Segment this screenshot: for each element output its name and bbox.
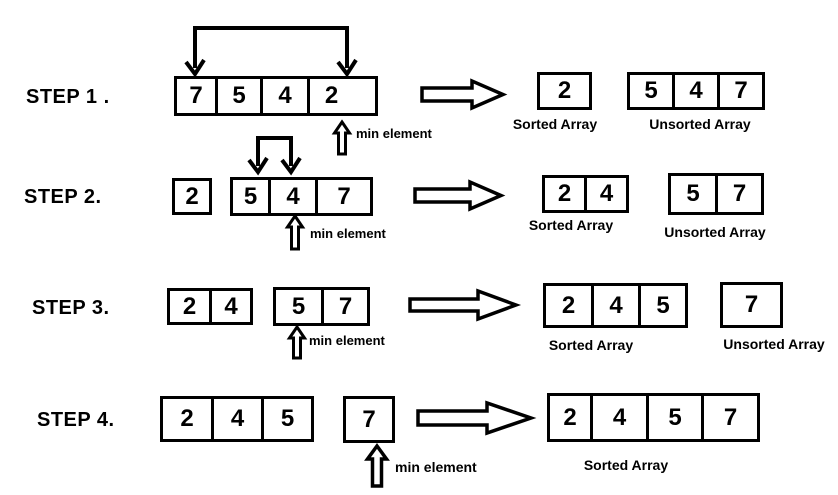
unsorted-array-label: Unsorted Array [664, 224, 766, 240]
array-cell: 7 [174, 76, 218, 116]
sorted-array: 2 4 5 7 [547, 393, 760, 442]
array-cell: 7 [343, 396, 395, 443]
step-3-label: STEP 3. [32, 297, 110, 319]
array-cell: 2 [307, 76, 378, 116]
min-element-arrow-icon [284, 213, 306, 251]
array-cell: 7 [321, 287, 370, 326]
step-2-label: STEP 2. [24, 186, 102, 208]
array-cell: 2 [547, 393, 593, 442]
working-array: 7 5 4 2 [174, 76, 378, 116]
step-4-label: STEP 4. [37, 409, 115, 431]
right-arrow-icon [413, 179, 506, 212]
sorted-array: 2 [537, 72, 592, 110]
sorted-array: 2 4 [542, 175, 629, 213]
array-cell: 2 [537, 72, 592, 110]
min-element-arrow-icon [364, 443, 390, 488]
compare-bracket-icon [184, 26, 358, 78]
array-cell: 5 [646, 393, 704, 442]
array-cell: 5 [261, 396, 314, 442]
array-cell: 4 [590, 393, 649, 442]
unsorted-array: 5 7 [668, 173, 764, 215]
array-cell: 5 [273, 287, 324, 326]
array-cell: 7 [715, 173, 764, 215]
array-cell: 2 [172, 178, 212, 215]
array-cell: 5 [627, 72, 675, 110]
working-array: 5 4 7 [230, 177, 373, 216]
min-element-arrow-icon [286, 324, 308, 360]
unsorted-array-label: Unsorted Array [649, 116, 751, 132]
compare-bracket-icon [247, 136, 302, 176]
array-cell: 7 [315, 177, 373, 216]
sorted-array-label: Sorted Array [528, 217, 614, 233]
array-cell: 4 [584, 175, 629, 213]
array-cell: 2 [542, 175, 587, 213]
unsorted-array: 5 4 7 [627, 72, 765, 110]
array-cell: 7 [701, 393, 760, 442]
sorted-array: 2 4 5 [543, 283, 688, 328]
array-cell: 7 [717, 72, 765, 110]
array-cell: 2 [543, 283, 594, 328]
array-cell: 4 [211, 396, 264, 442]
array-cell: 4 [591, 283, 641, 328]
right-arrow-icon [420, 78, 508, 111]
array-cell: 4 [209, 288, 253, 325]
array-cell: 4 [672, 72, 720, 110]
array-cell: 5 [215, 76, 263, 116]
min-element-label: min element [356, 126, 432, 141]
array-cell: 4 [268, 177, 318, 216]
step-1-label: STEP 1 . [26, 86, 110, 108]
array-cell: 7 [720, 282, 783, 328]
min-element-label: min element [310, 226, 386, 241]
unsorted-array-label: Unsorted Array [723, 336, 825, 352]
min-element-arrow-icon [331, 119, 353, 156]
array-cell: 5 [230, 177, 271, 216]
right-arrow-icon [416, 400, 537, 436]
extracted-array: 2 4 [167, 288, 253, 325]
working-array: 7 [343, 396, 395, 443]
unsorted-array: 7 [720, 282, 783, 328]
sorted-array-label: Sorted Array [548, 337, 634, 353]
array-cell: 2 [160, 396, 214, 442]
array-cell: 5 [638, 283, 688, 328]
right-arrow-icon [408, 288, 522, 322]
array-cell: 5 [668, 173, 718, 215]
sorted-array-label: Sorted Array [583, 457, 669, 473]
min-element-label: min element [309, 333, 385, 348]
array-cell: 2 [167, 288, 212, 325]
sorted-array-label: Sorted Array [512, 116, 598, 132]
extracted-array: 2 4 5 [160, 396, 314, 442]
working-array: 5 7 [273, 287, 370, 326]
min-element-label: min element [395, 459, 477, 475]
array-cell: 4 [260, 76, 310, 116]
extracted-array: 2 [172, 178, 212, 215]
